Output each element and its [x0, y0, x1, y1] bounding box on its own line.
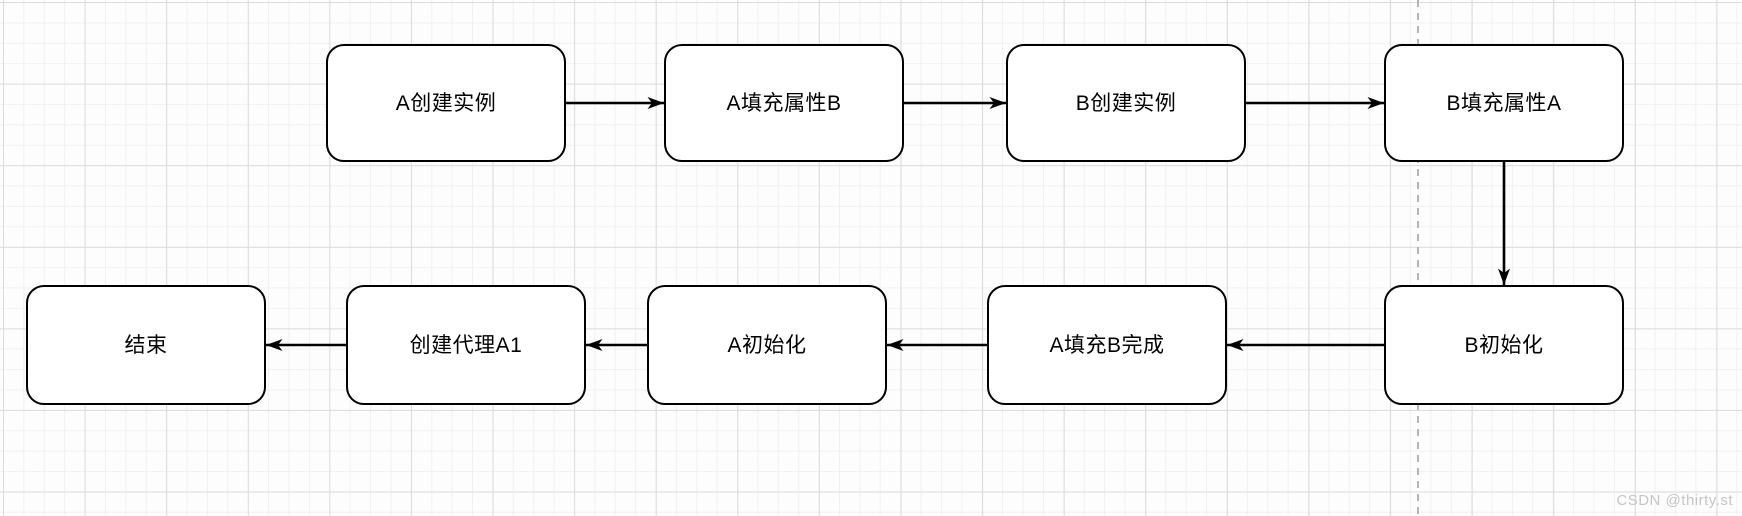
node-label: A创建实例 [395, 91, 497, 115]
flow-arrows [266, 97, 1510, 351]
node-label: 结束 [124, 333, 168, 357]
node-label: A填充B完成 [1049, 333, 1165, 357]
flow-node-a-init: A初始化 [647, 285, 887, 405]
flow-node-create-proxy: 创建代理A1 [346, 285, 586, 405]
flow-node-a-fill-b: A填充属性B [664, 44, 904, 162]
node-label: A初始化 [727, 333, 807, 357]
flow-node-b-fill-a: B填充属性A [1384, 44, 1624, 162]
flow-node-end: 结束 [26, 285, 266, 405]
node-label: B初始化 [1464, 333, 1544, 357]
flow-node-a-fill-done: A填充B完成 [987, 285, 1227, 405]
node-label: 创建代理A1 [409, 333, 523, 357]
node-label: A填充属性B [726, 91, 842, 115]
node-label: B创建实例 [1075, 91, 1177, 115]
flow-node-b-create: B创建实例 [1006, 44, 1246, 162]
watermark: CSDN @thirty.st [1616, 492, 1733, 509]
node-label: B填充属性A [1446, 91, 1562, 115]
flow-node-b-init: B初始化 [1384, 285, 1624, 405]
flow-node-a-create: A创建实例 [326, 44, 566, 162]
